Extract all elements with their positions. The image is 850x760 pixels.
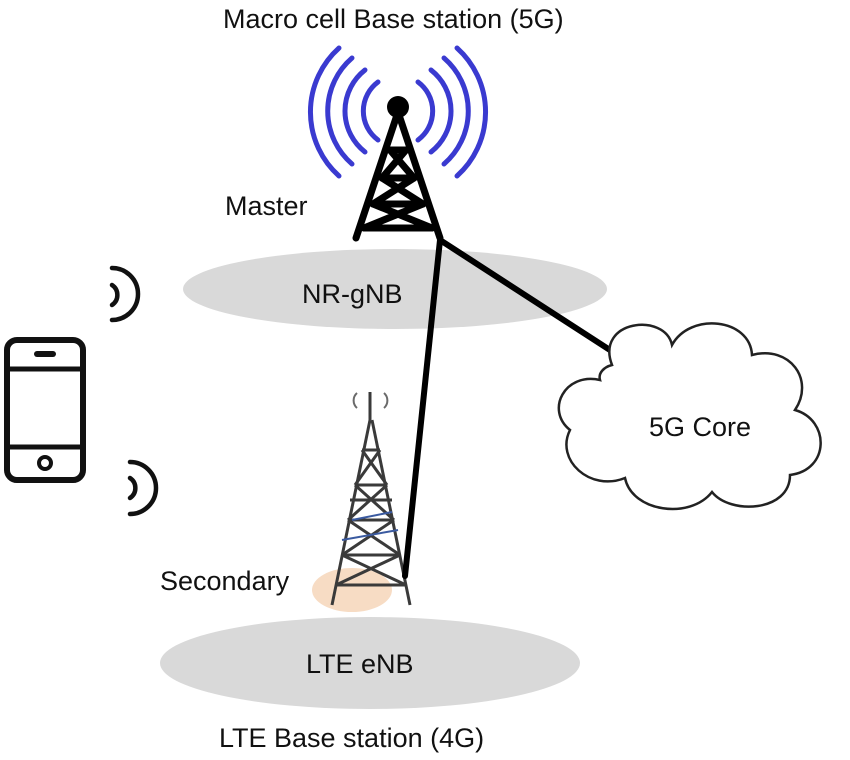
signal-wave-icon: [127, 459, 159, 517]
backhaul-links: [402, 237, 616, 579]
gnb-core-link: [437, 237, 616, 355]
core-label: 5G Core: [649, 412, 752, 442]
secondary-label: Secondary: [160, 566, 290, 596]
signal-wave-icon: [109, 265, 141, 323]
macro-cell-title: Macro cell Base station (5G): [223, 4, 564, 34]
enb-label: LTE eNB: [306, 649, 414, 679]
gnb-coverage-ellipse: [183, 249, 607, 329]
cloud-icon: [557, 322, 822, 511]
enb-coverage-ellipse: [160, 617, 580, 709]
smartphone-icon: [4, 337, 86, 483]
lte-station-title: LTE Base station (4G): [219, 723, 485, 753]
gnb-enb-link: [402, 237, 443, 579]
lte-tower-icon: [312, 392, 412, 612]
gnb-label: NR-gNB: [302, 279, 403, 309]
master-label: Master: [225, 191, 308, 221]
5g-tower-icon: [308, 45, 488, 242]
